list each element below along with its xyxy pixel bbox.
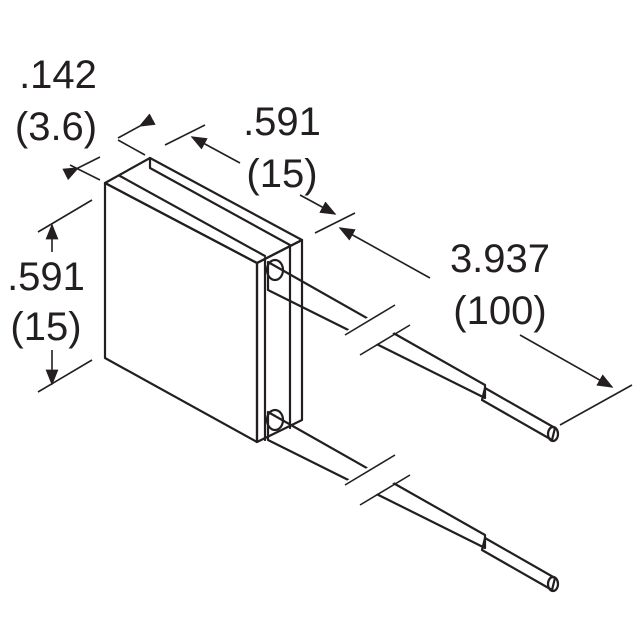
component-body [103, 156, 304, 444]
width-inch-label: .591 [243, 100, 321, 144]
dimension-width-lines [164, 124, 356, 234]
width-mm-label: (15) [246, 152, 317, 196]
lead-lower [266, 410, 560, 593]
dimension-thickness-lines [62, 113, 156, 181]
height-mm-label: (15) [10, 305, 81, 349]
lead-length-mm-label: (100) [453, 289, 546, 333]
lead-length-inch-label: 3.937 [450, 237, 550, 281]
lead-upper [266, 260, 560, 443]
thickness-mm-label: (3.6) [15, 105, 97, 149]
thickness-inch-label: .142 [19, 53, 97, 97]
dimension-height-lines [37, 199, 93, 393]
dimension-lead-lines [338, 227, 633, 426]
height-inch-label: .591 [7, 255, 85, 299]
